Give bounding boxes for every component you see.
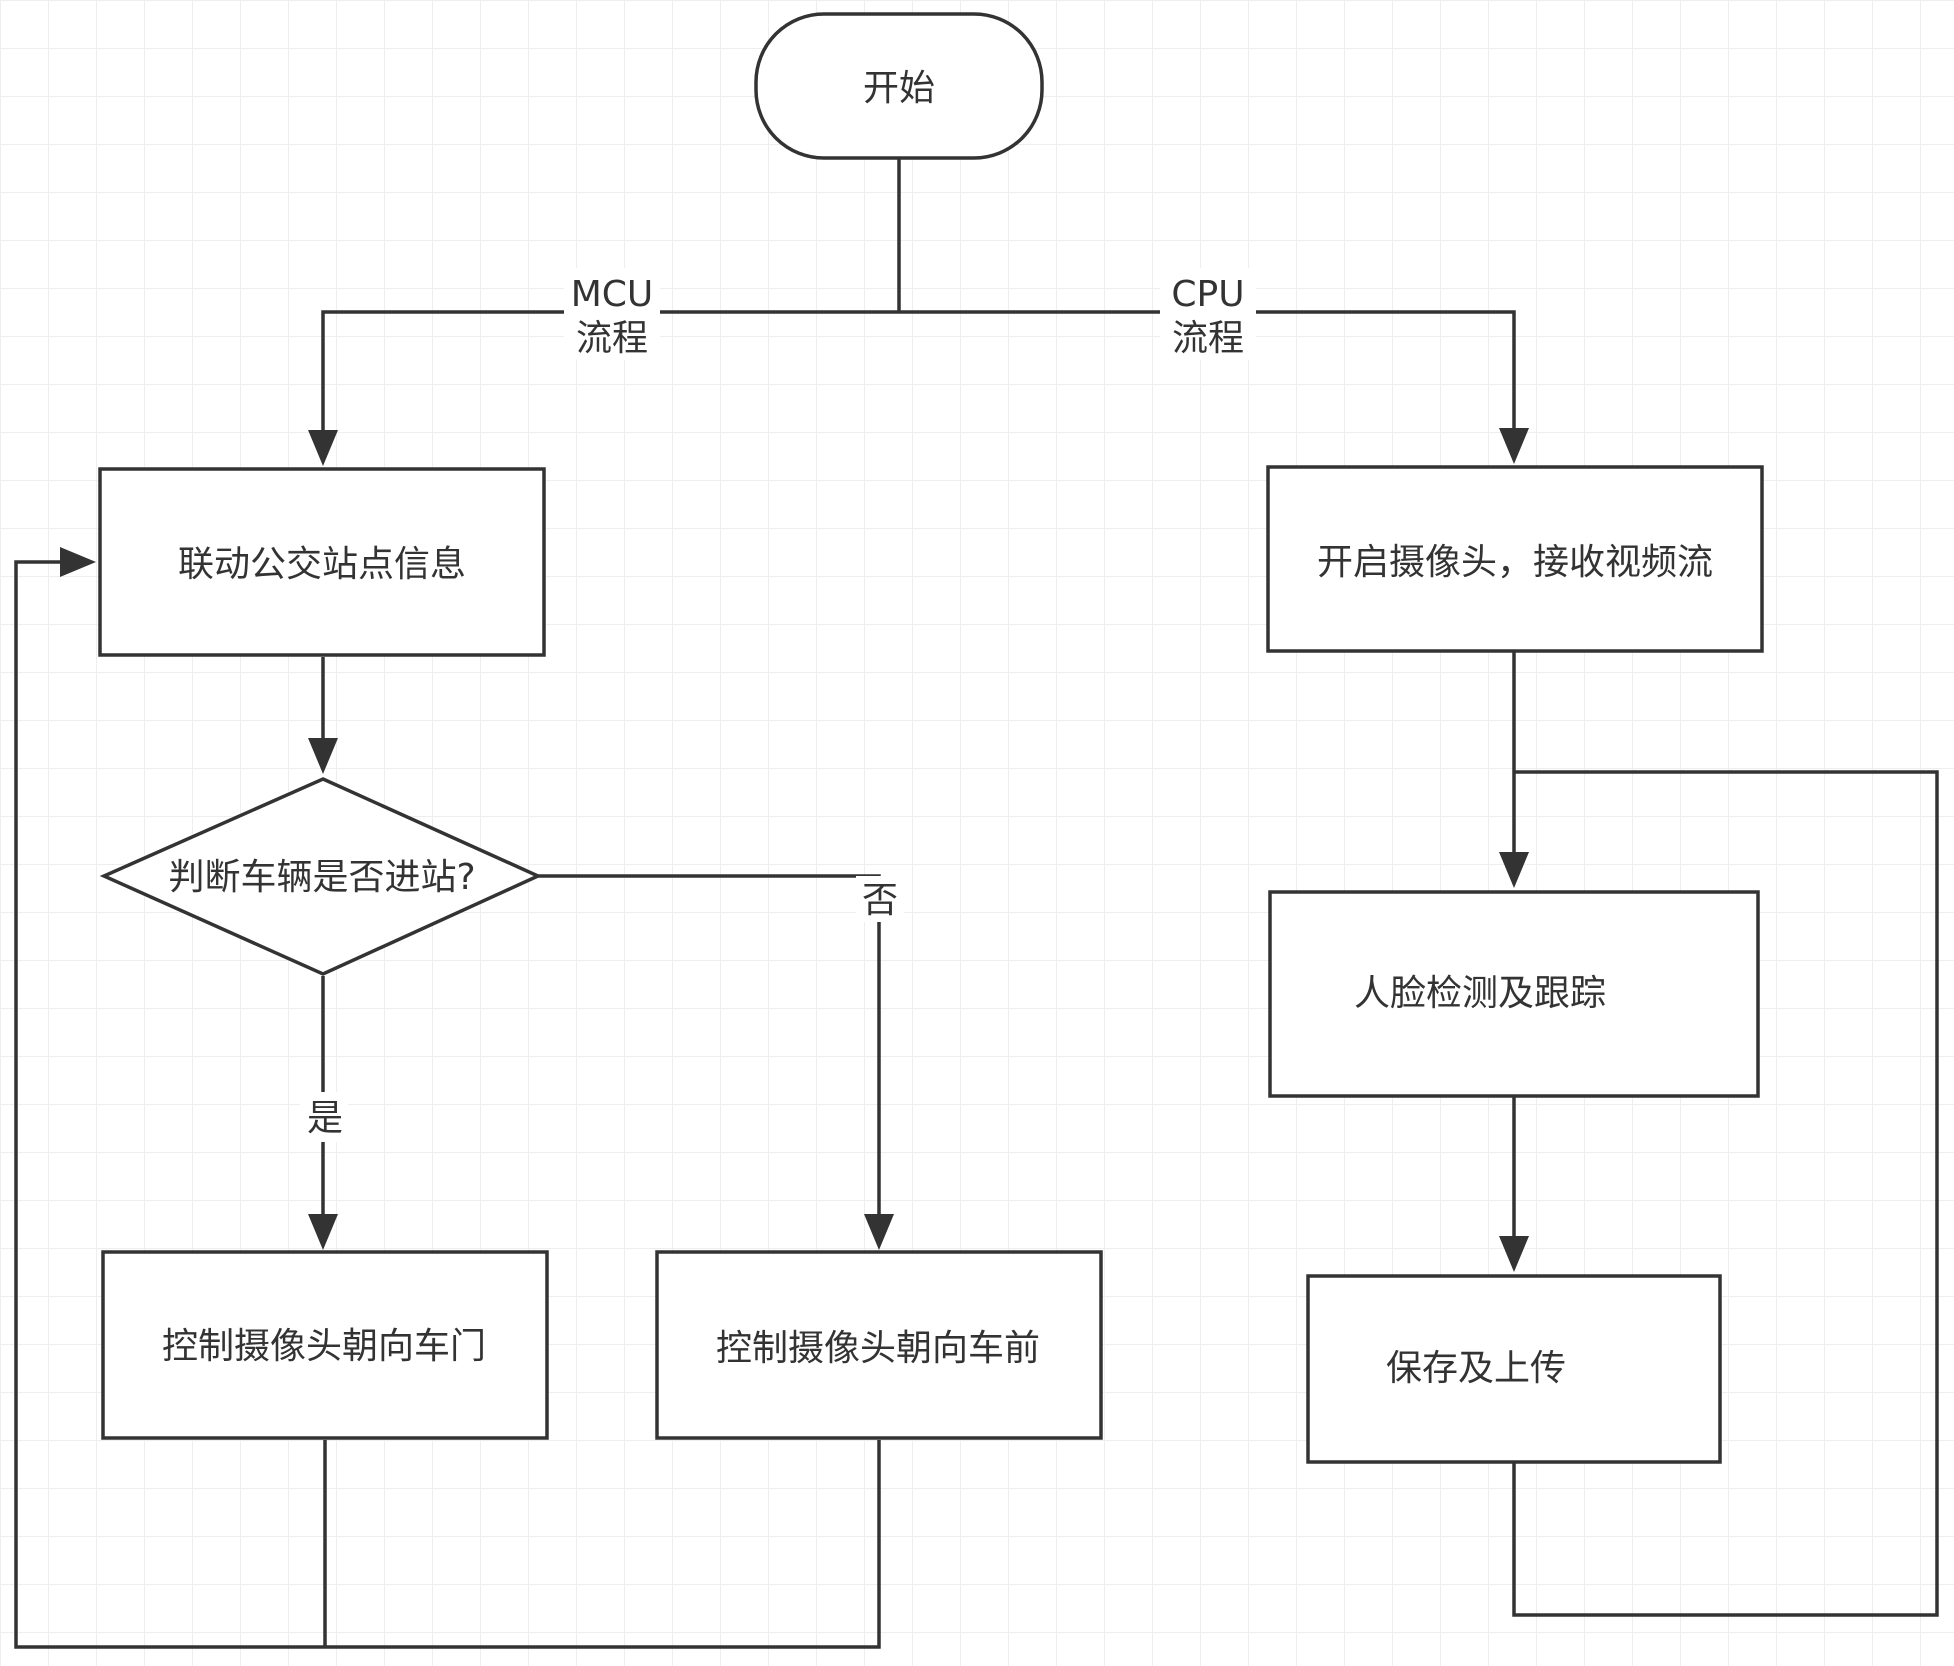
camera-to-front-label: 控制摄像头朝向车前 — [716, 1328, 1040, 1369]
arrowhead — [308, 1214, 338, 1250]
node-open-camera: 开启摄像头，接收视频流 — [1266, 465, 1764, 653]
node-camera-to-door: 控制摄像头朝向车门 — [101, 1250, 549, 1440]
edge-split-to-open-camera — [899, 310, 1516, 442]
arrowhead — [1499, 852, 1529, 888]
no-label: 否 — [862, 880, 898, 921]
arrowhead — [1499, 428, 1529, 464]
camera-to-door-box — [101, 1250, 549, 1440]
open-camera-box — [1266, 465, 1764, 653]
arrowhead — [308, 738, 338, 774]
node-bus-stop-info: 联动公交站点信息 — [98, 467, 546, 657]
face-detect-track-label: 人脸检测及跟踪 — [1354, 973, 1606, 1014]
edge-loop-save-to-face-detect — [1512, 770, 1939, 1617]
camera-to-front-box — [655, 1250, 1103, 1440]
start-label: 开始 — [863, 68, 935, 109]
arrowhead — [60, 547, 96, 577]
node-camera-to-front: 控制摄像头朝向车前 — [655, 1250, 1103, 1440]
cpu-label-line1: CPU — [1171, 274, 1244, 315]
yes-label: 是 — [307, 1098, 343, 1139]
cpu-label-line2: 流程 — [1172, 318, 1244, 359]
edge-labels: MCU 流程 CPU 流程 是 否 — [300, 268, 1256, 1142]
edge-split-to-bus-stop-info — [321, 310, 899, 444]
bus-stop-info-box — [98, 467, 546, 657]
node-decision: 判断车辆是否进站? — [99, 777, 543, 976]
node-save-upload: 保存及上传 — [1306, 1274, 1722, 1464]
face-detect-track-box — [1268, 890, 1760, 1098]
save-upload-box — [1306, 1274, 1722, 1464]
open-camera-label: 开启摄像头，接收视频流 — [1317, 542, 1713, 583]
mcu-label-line2: 流程 — [576, 318, 648, 359]
camera-to-door-label: 控制摄像头朝向车门 — [162, 1326, 486, 1367]
decision-diamond — [99, 777, 543, 976]
edge-loop-front-back — [14, 560, 881, 1649]
decision-label: 判断车辆是否进站? — [168, 857, 475, 898]
arrowhead — [308, 430, 338, 466]
bus-stop-info-label: 联动公交站点信息 — [178, 544, 466, 585]
arrowhead — [1499, 1236, 1529, 1272]
mcu-label-line1: MCU — [571, 274, 654, 315]
start-terminal — [754, 12, 1044, 160]
arrowhead — [864, 1214, 894, 1250]
save-upload-label: 保存及上传 — [1386, 1348, 1566, 1389]
node-face-detect-track: 人脸检测及跟踪 — [1268, 890, 1760, 1098]
edge-decision-no — [538, 874, 881, 1228]
node-start: 开始 — [754, 12, 1044, 160]
edges — [14, 158, 1939, 1649]
